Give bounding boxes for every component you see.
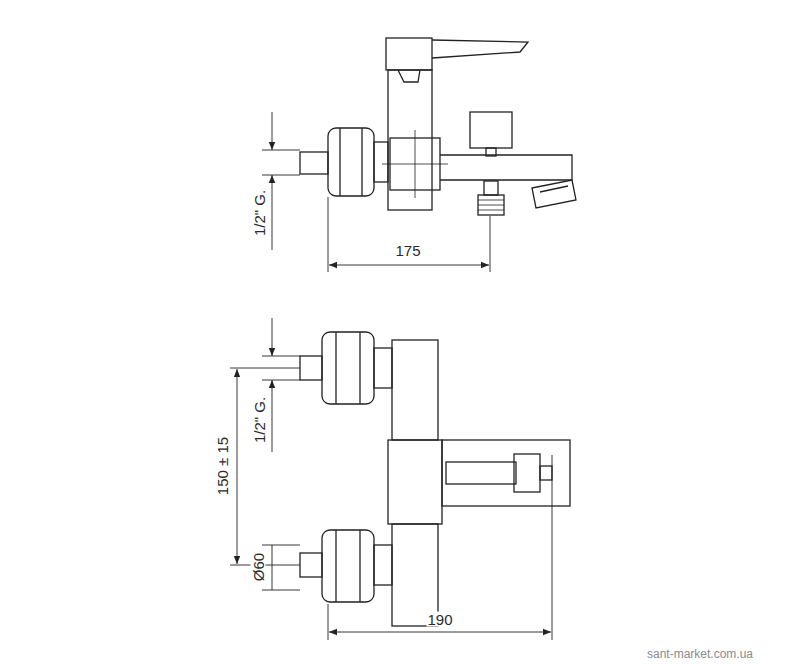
extension-line	[552, 455, 553, 640]
dimension-arrow	[272, 318, 273, 356]
dimension-label: 175	[394, 243, 421, 258]
diverter	[446, 462, 516, 484]
spout	[440, 155, 572, 180]
extension-lines	[230, 368, 300, 565]
diverter-knob	[514, 454, 540, 492]
side-view	[262, 38, 576, 272]
dimension-line	[329, 265, 489, 266]
dimension-arrow	[272, 112, 273, 150]
dimension-line	[329, 632, 551, 633]
aerator	[532, 180, 576, 208]
inlet-connector	[374, 545, 392, 585]
nut-faces	[336, 530, 360, 602]
spout	[442, 440, 570, 506]
dimension-label: 150 ± 15	[215, 436, 230, 496]
mixer-body	[388, 70, 432, 210]
inlet-pipe	[300, 356, 322, 380]
center-lines	[382, 130, 448, 198]
diameter-lines	[262, 545, 300, 590]
dimension-label: 1/2" G.	[252, 396, 267, 444]
front-view	[230, 318, 570, 640]
dimension-line	[237, 369, 238, 564]
inlet-nut	[328, 128, 374, 196]
dimension-label: 1/2" G.	[252, 189, 267, 237]
inlet-pipe	[300, 152, 328, 174]
outlet-neck	[484, 181, 498, 195]
nut-faces	[340, 128, 362, 196]
lever-cap	[386, 38, 432, 70]
extension-line	[328, 604, 329, 640]
lever-joint	[398, 70, 420, 82]
nut-faces	[336, 332, 360, 404]
inlet-nut	[322, 530, 374, 602]
extension-lines	[262, 150, 300, 175]
inlet-nut	[322, 332, 374, 404]
dimension-arrow	[272, 380, 273, 452]
diverter-knob	[470, 112, 512, 148]
shower-outlet	[478, 195, 504, 215]
extension-lines	[262, 356, 300, 380]
inlet-connector	[374, 142, 388, 182]
lever	[432, 40, 528, 58]
watermark: sant-market.com.ua	[646, 648, 754, 660]
body-block	[388, 440, 442, 524]
dimension-label: Ø60	[251, 552, 266, 582]
mixer-body	[392, 340, 438, 440]
inlet-connector	[374, 348, 392, 388]
dimension-label: 190	[426, 612, 453, 627]
knob-stem	[486, 148, 496, 156]
extension-lines	[328, 197, 490, 272]
inlet-pipe	[300, 553, 322, 577]
thread	[478, 200, 504, 210]
dimension-arrow	[272, 175, 273, 250]
knob-stem	[540, 466, 552, 480]
